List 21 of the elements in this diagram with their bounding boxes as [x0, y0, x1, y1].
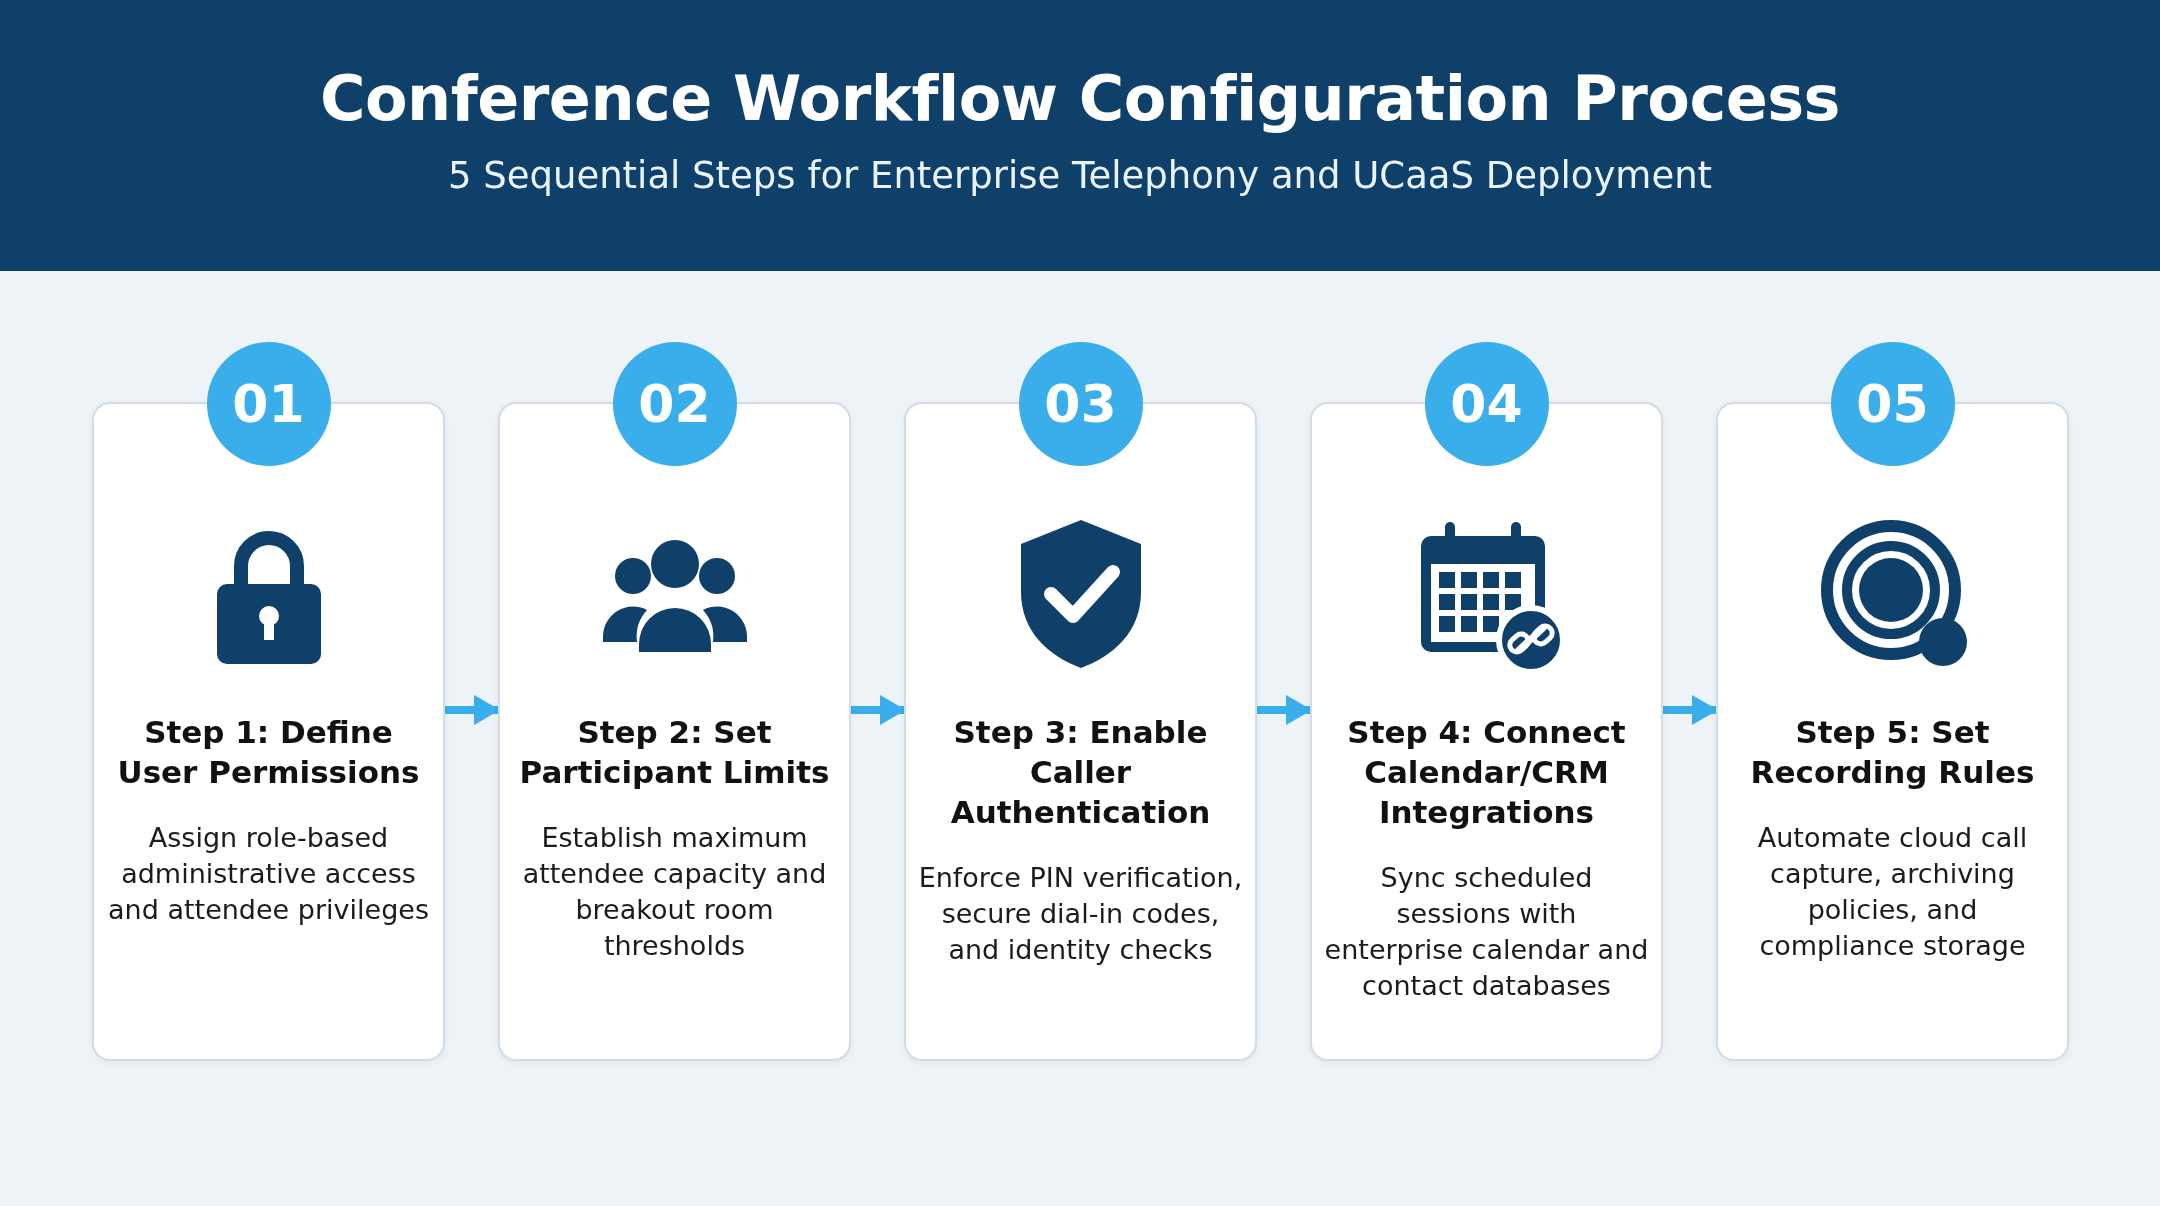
step-heading: Step 2: Set Participant Limits: [518, 713, 831, 792]
step-description: Establish maximum attendee capacity and breakout room thresholds: [521, 821, 828, 963]
arrow: [1663, 695, 1718, 725]
step-description: Automate cloud call capture, archiving policies, and compliance storage: [1756, 821, 2029, 963]
step-number-badge: 02: [612, 342, 737, 466]
subtitle: 5 Sequential Steps for Enterprise Telephony and UCaaS Deployment: [447, 154, 1713, 197]
step-description: Sync scheduled sessions with enterprise calendar and contact databases: [1324, 861, 1649, 1003]
step-number-badge: 03: [1018, 342, 1143, 466]
step-heading: Step 1: Define User Permissions: [116, 713, 421, 792]
step-number-badge: 04: [1424, 342, 1549, 466]
step-number-badge: 05: [1830, 342, 1955, 466]
arrow: [445, 695, 500, 725]
title: Conference Workflow Configuration Process: [320, 62, 1840, 135]
step-description: Assign role-based administrative access and attendee privileges: [107, 821, 430, 927]
step-number-badge: 01: [206, 342, 331, 466]
step-description: Enforce PIN verification, secure dial-in codes, and identity checks: [918, 861, 1243, 967]
step-heading: Step 5: Set Recording Rules: [1749, 713, 2036, 792]
arrow: [851, 695, 906, 725]
arrow: [1257, 695, 1312, 725]
step-heading: Step 3: Enable Caller Authentication: [949, 713, 1212, 832]
step-heading: Step 4: Connect Calendar/CRM Integrations: [1346, 713, 1627, 832]
